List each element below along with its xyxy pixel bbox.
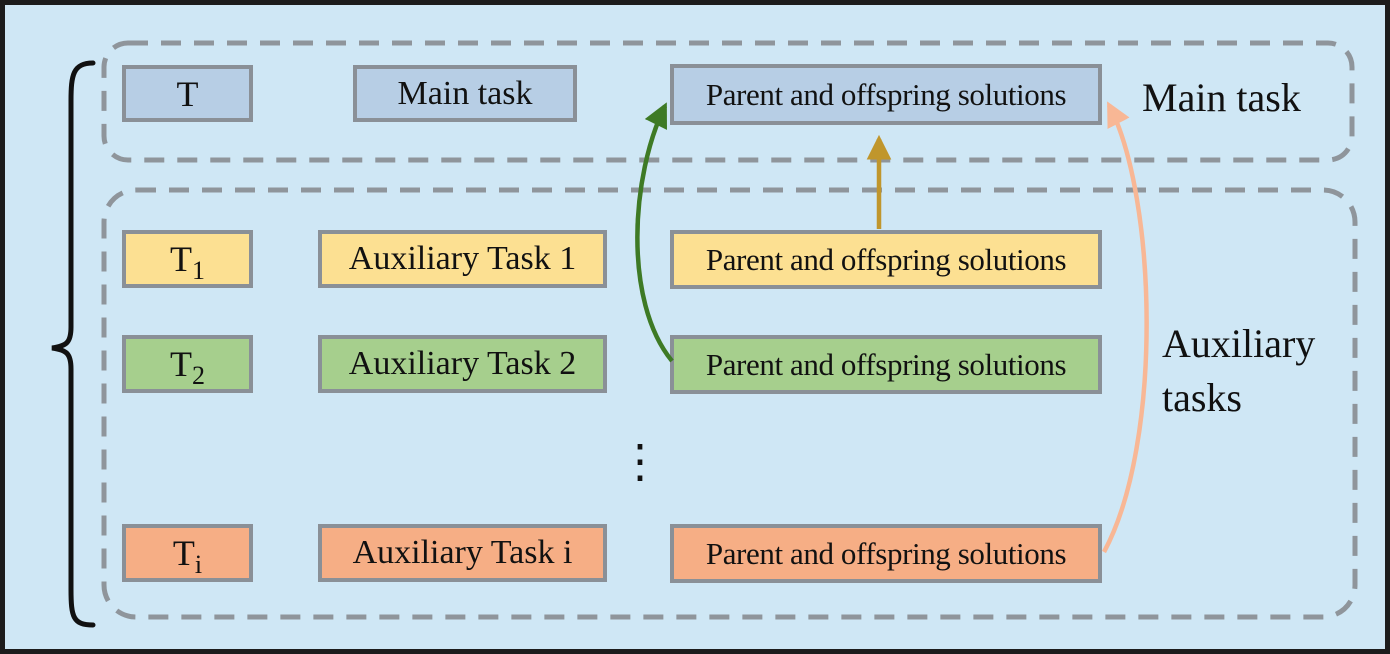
main-task-symbol: T xyxy=(176,73,199,114)
auxiliary-tasks-group-label: Auxiliary tasks xyxy=(1162,317,1315,425)
aux-task-i-symbol-box: Ti xyxy=(122,524,253,582)
left-curly-brace xyxy=(51,60,96,628)
main-task-symbol-box: T xyxy=(122,65,253,122)
aux-task-2-solutions-text: Parent and offspring solutions xyxy=(705,346,1067,382)
arrow-aux2-to-main-solutions xyxy=(635,102,674,363)
aux-task-1-symbol-box: T1 xyxy=(122,230,253,288)
aux-task-1-symbol-letter: T xyxy=(170,239,192,279)
aux-task-i-solutions-text: Parent and offspring solutions xyxy=(705,535,1067,571)
main-task-solutions-text: Parent and offspring solutions xyxy=(705,76,1067,112)
arrow-auxi-to-main-solutions xyxy=(1102,101,1149,554)
auxiliary-tasks-label-line2: tasks xyxy=(1162,375,1242,420)
aux-task-2-name-box: Auxiliary Task 2 xyxy=(318,335,607,393)
aux-task-2-symbol-box: T2 xyxy=(122,335,253,393)
aux-task-i-symbol-letter: T xyxy=(172,533,195,573)
aux-task-1-symbol: T1 xyxy=(170,238,205,284)
aux-task-1-subscript: 1 xyxy=(192,256,205,286)
main-task-group-label: Main task xyxy=(1142,75,1301,120)
aux-task-i-name: Auxiliary Task i xyxy=(352,534,573,571)
rows-ellipsis: ⋮ xyxy=(617,436,663,487)
aux-task-i-subscript: i xyxy=(194,550,203,580)
aux-task-2-symbol: T2 xyxy=(170,343,205,389)
aux-task-2-subscript: 2 xyxy=(192,361,205,391)
aux-task-1-solutions-text: Parent and offspring solutions xyxy=(705,241,1067,277)
main-task-name: Main task xyxy=(397,74,533,112)
aux-task-2-solutions-box: Parent and offspring solutions xyxy=(670,335,1102,394)
aux-task-2-name: Auxiliary Task 2 xyxy=(348,345,577,382)
auxiliary-tasks-label-line1: Auxiliary xyxy=(1162,321,1316,366)
main-task-name-box: Main task xyxy=(353,65,577,122)
aux-task-2-symbol-letter: T xyxy=(170,344,192,384)
aux-task-i-symbol: Ti xyxy=(172,532,202,578)
aux-task-i-name-box: Auxiliary Task i xyxy=(318,524,607,582)
aux-task-1-name: Auxiliary Task 1 xyxy=(348,240,577,277)
aux-task-1-name-box: Auxiliary Task 1 xyxy=(318,230,607,288)
main-task-solutions-box: Parent and offspring solutions xyxy=(670,64,1102,125)
aux-task-i-solutions-box: Parent and offspring solutions xyxy=(670,524,1102,583)
aux-task-1-solutions-box: Parent and offspring solutions xyxy=(670,230,1102,289)
